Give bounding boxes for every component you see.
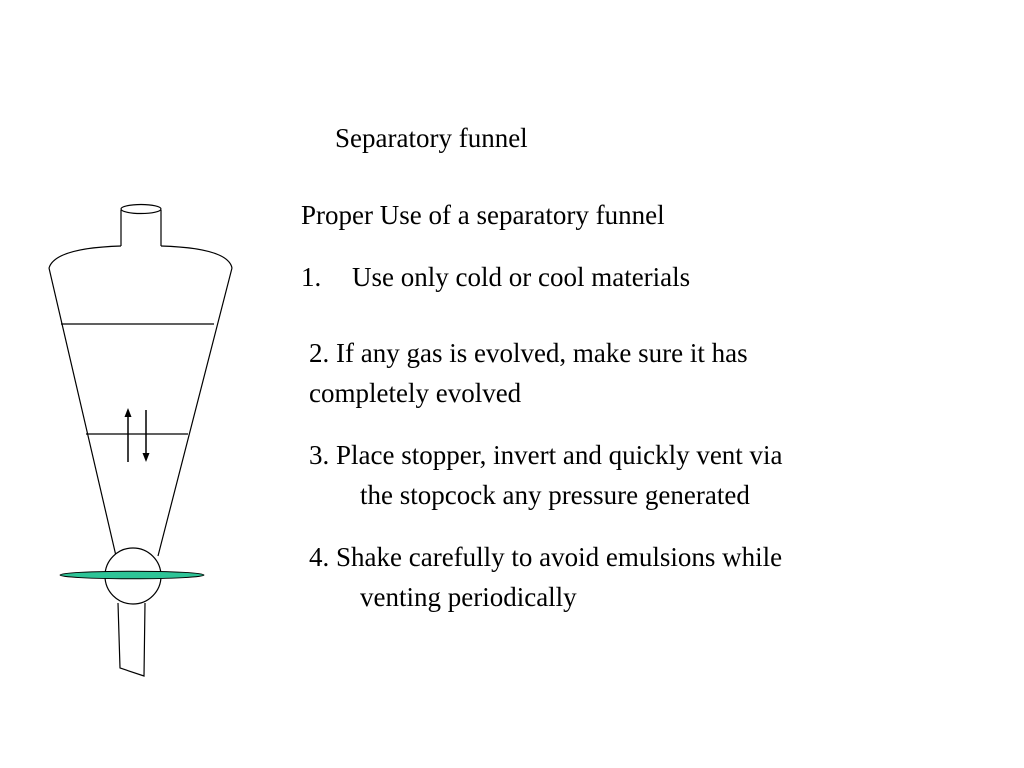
step-4: 4. Shake carefully to avoid emulsions wh…: [309, 537, 782, 617]
funnel-shoulder: [48, 245, 233, 269]
step-1: 1. Use only cold or cool materials: [301, 257, 690, 297]
stopper-icon: [120, 203, 162, 215]
step-4-line-2: venting periodically: [360, 582, 577, 612]
funnel-neck: [120, 210, 162, 246]
slide-subtitle: Proper Use of a separatory funnel: [301, 200, 665, 230]
step-1-text: Use only cold or cool materials: [352, 262, 691, 292]
funnel-body: [48, 267, 233, 557]
down-arrow-icon: [142, 410, 150, 462]
step-2: 2. If any gas is evolved, make sure it h…: [309, 333, 748, 413]
step-1-number: 1.: [301, 262, 322, 292]
step-3-line-2: the stopcock any pressure generated: [360, 480, 750, 510]
funnel-stem: [117, 602, 146, 677]
step-3: 3. Place stopper, invert and quickly ven…: [309, 435, 783, 515]
stopcock-handle: [59, 570, 205, 580]
up-arrow-icon: [124, 408, 132, 462]
step-2-line-1: 2. If any gas is evolved, make sure it h…: [309, 338, 748, 368]
step-4-line-1: 4. Shake carefully to avoid emulsions wh…: [309, 542, 783, 572]
step-2-line-2: completely evolved: [309, 378, 522, 408]
slide-title: Separatory funnel: [335, 123, 528, 153]
step-3-line-1: 3. Place stopper, invert and quickly ven…: [309, 440, 783, 470]
